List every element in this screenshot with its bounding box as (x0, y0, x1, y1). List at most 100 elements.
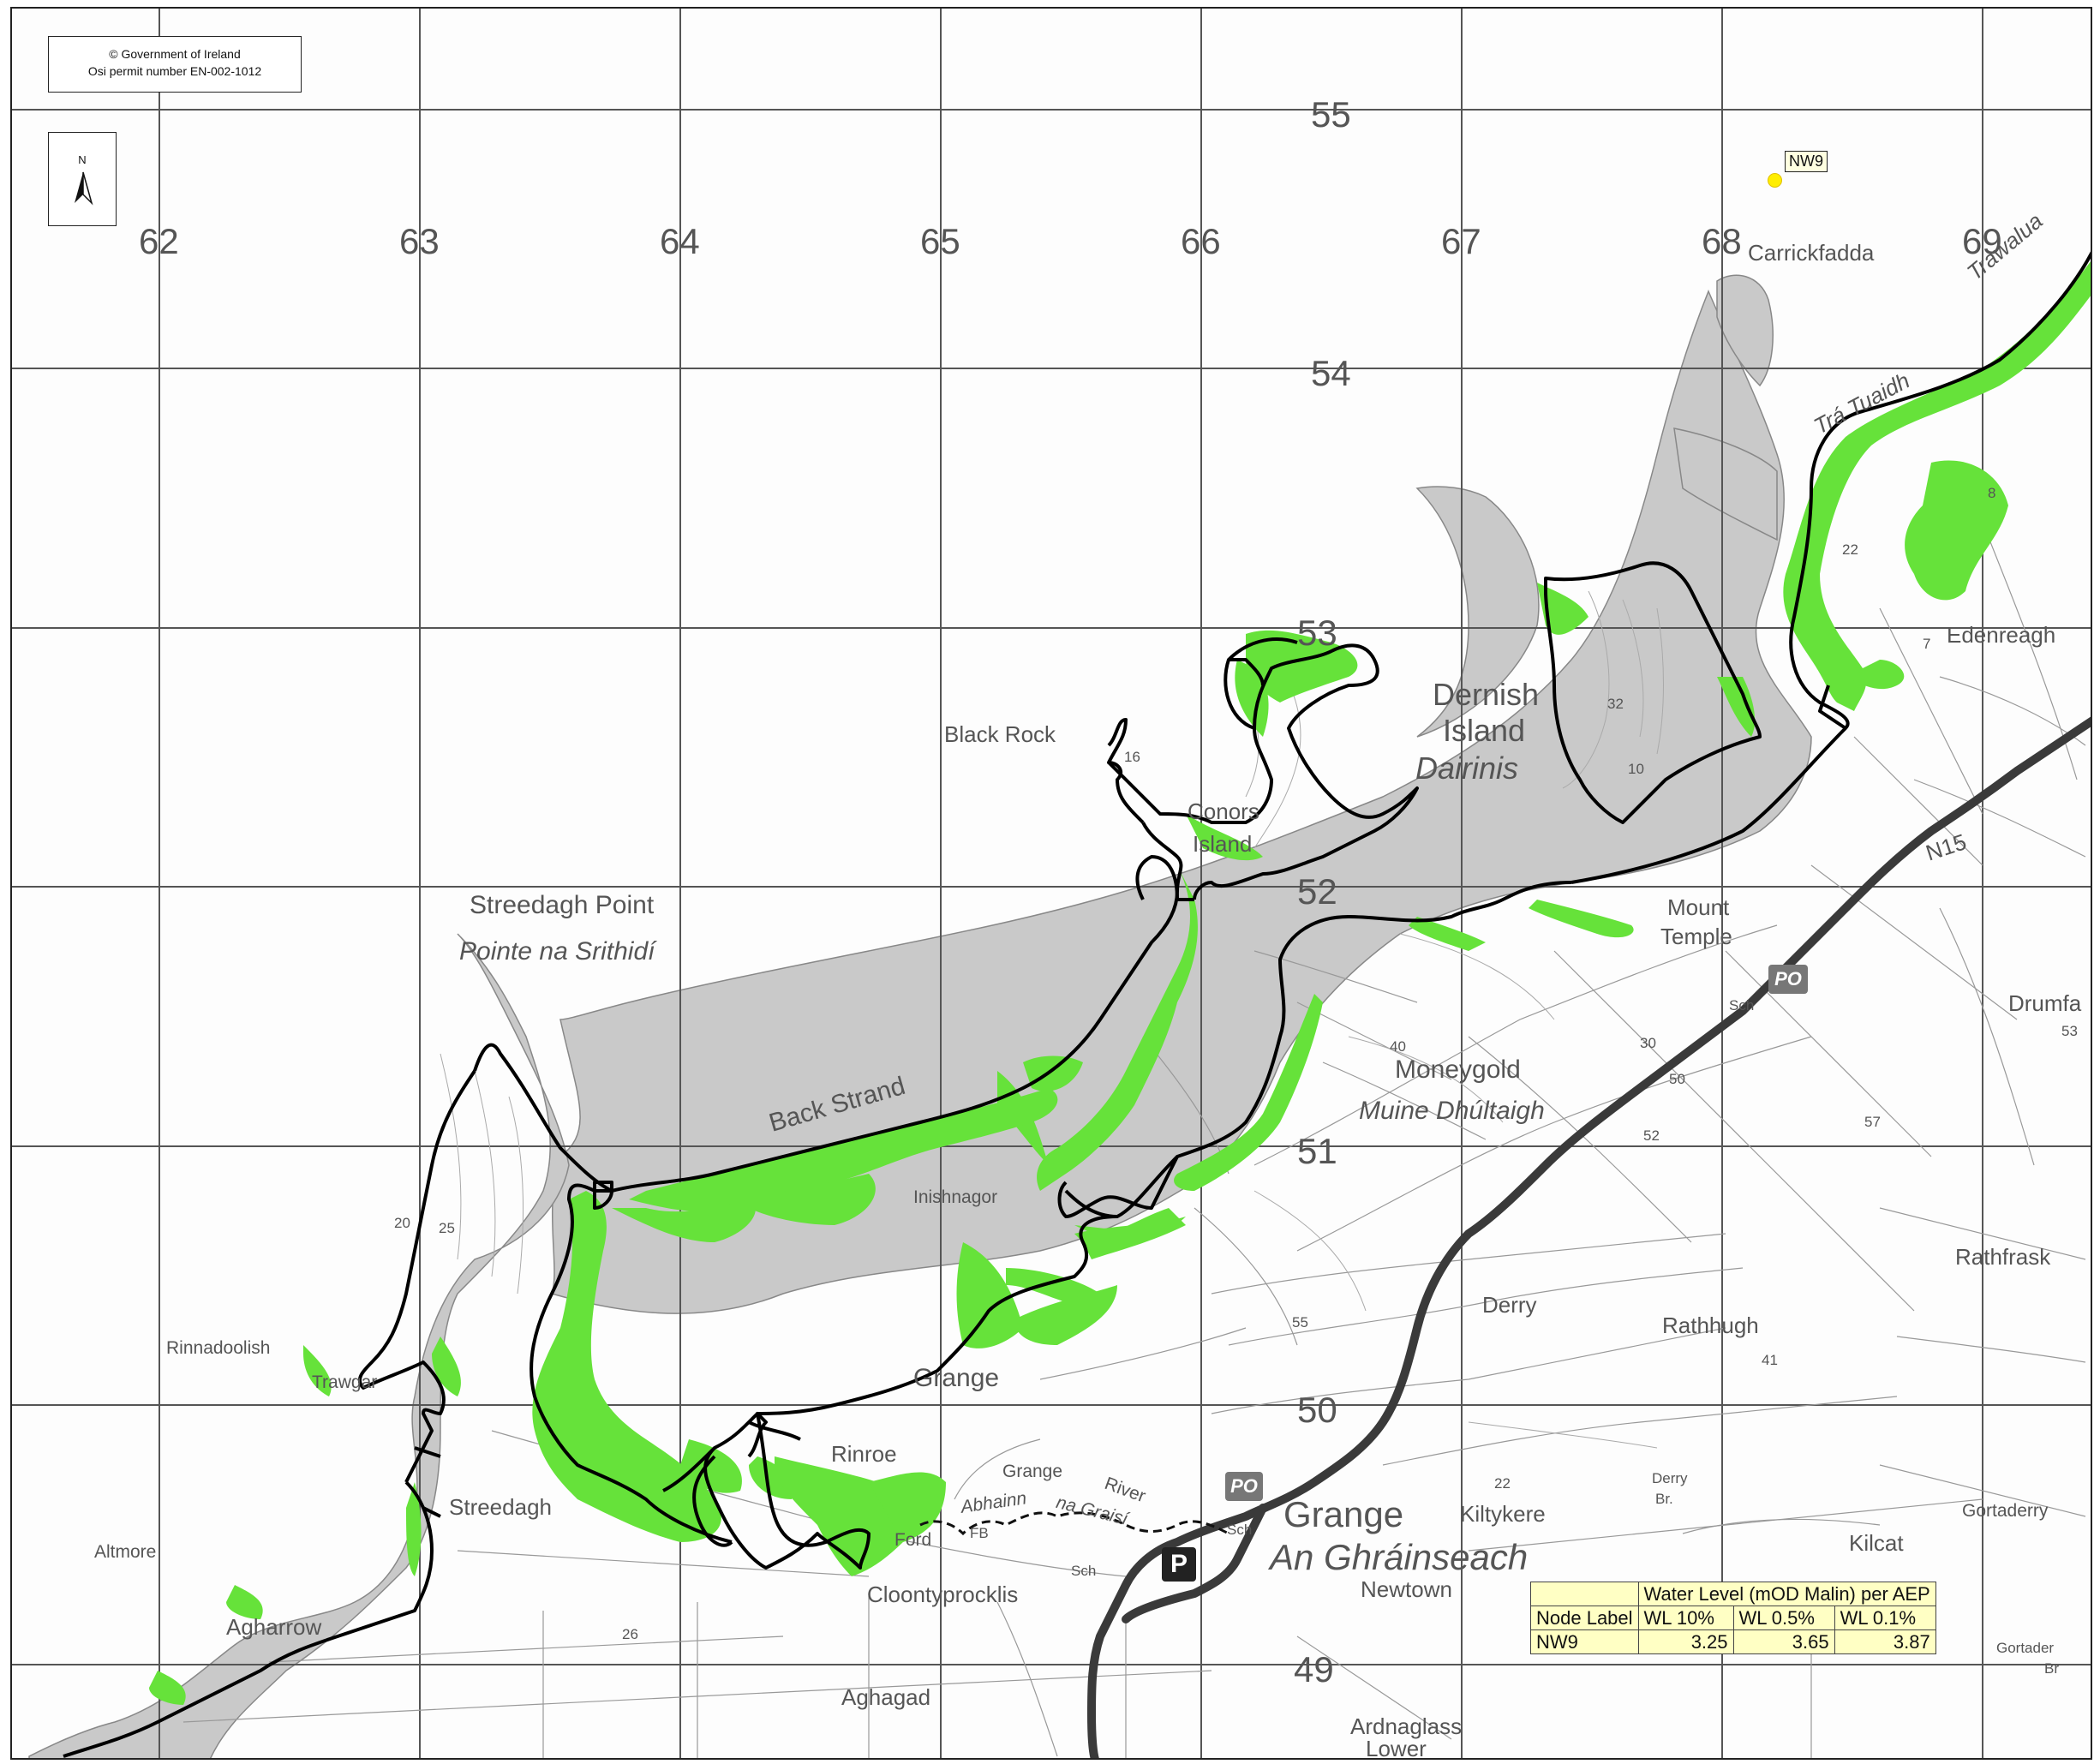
flood-extent (149, 261, 2091, 1705)
northing-label-51: 51 (1297, 1131, 1337, 1171)
easting-label-63: 63 (399, 221, 440, 261)
northing-label-54: 54 (1311, 353, 1351, 393)
label-dairinis: Dairinis (1415, 750, 1519, 786)
north-letter: N (78, 153, 87, 166)
spot-height-26: 26 (622, 1626, 638, 1642)
spot-height-53: 53 (2061, 1023, 2078, 1039)
northing-label-53: 53 (1297, 613, 1337, 653)
copyright-line1: © Government of Ireland (109, 47, 241, 61)
table-header-row: Node Label WL 10% WL 0.5% WL 0.1% (1530, 1606, 1936, 1630)
easting-label-67: 67 (1441, 221, 1481, 261)
boundary-lines (63, 251, 2091, 1758)
spot-height-22a: 22 (1842, 541, 1858, 558)
label-an-ghrainseach: An Ghráinseach (1270, 1537, 1529, 1577)
easting-label-65: 65 (920, 221, 960, 261)
label-lower: Lower (1366, 1736, 1427, 1761)
label-conors-island: Island (1193, 831, 1253, 857)
map-details (182, 522, 2086, 1758)
label-trawgar: Trawgar (312, 1372, 378, 1392)
contour-lines (440, 590, 1664, 1449)
label-ardnaglass: Ardnaglass (1350, 1713, 1463, 1739)
post-office-icon-grange: PO (1225, 1472, 1263, 1501)
cell-wl05: 3.65 (1732, 1629, 1835, 1654)
label-derry-br2: Br. (1655, 1491, 1673, 1507)
header-wl01: WL 0.1% (1834, 1606, 1936, 1630)
spot-height-7: 7 (1923, 636, 1931, 652)
label-kilcat: Kilcat (1849, 1530, 1904, 1556)
label-derry: Derry (1482, 1292, 1537, 1318)
spot-height-50: 50 (1669, 1071, 1685, 1087)
easting-label-66: 66 (1181, 221, 1221, 261)
easting-label-64: 64 (660, 221, 700, 261)
header-node-label: Node Label (1530, 1606, 1639, 1630)
label-streedagh-point: Streedagh Point (470, 891, 655, 919)
label-dernish-island: Island (1443, 713, 1526, 748)
spot-height-40: 40 (1390, 1038, 1406, 1055)
label-sch2: Sch (1227, 1522, 1253, 1538)
northing-label-50: 50 (1297, 1390, 1337, 1430)
copyright-line2: Osi permit number EN-002-1012 (87, 64, 262, 78)
spot-height-32: 32 (1607, 696, 1624, 712)
grange-river (919, 1511, 1229, 1536)
label-gortaderry: Gortaderry (1962, 1501, 2049, 1521)
label-moneygold: Moneygold (1395, 1055, 1521, 1084)
label-fb: FB (970, 1525, 989, 1541)
header-wl05: WL 0.5% (1732, 1606, 1835, 1630)
spot-height-20: 20 (394, 1215, 410, 1231)
label-rathfrask: Rathfrask (1955, 1244, 2051, 1270)
spot-height-22b: 22 (1494, 1475, 1511, 1492)
label-ford: Ford (894, 1530, 932, 1550)
label-derry-br: Derry (1652, 1470, 1688, 1486)
parking-icon: P (1162, 1547, 1196, 1582)
label-inishnagor: Inishnagor (913, 1187, 998, 1207)
label-sch1: Sch (1071, 1563, 1097, 1579)
node-marker-nw9[interactable] (1768, 173, 1782, 188)
spot-height-57: 57 (1864, 1114, 1881, 1130)
easting-label-62: 62 (139, 221, 179, 261)
table-title-row: Water Level (mOD Malin) per AEP (1530, 1582, 1936, 1606)
tidal-area (28, 274, 1812, 1758)
table-title: Water Level (mOD Malin) per AEP (1637, 1582, 1936, 1606)
flood-map-canvas[interactable] (12, 9, 2092, 1760)
label-rathhugh: Rathhugh (1662, 1313, 1759, 1338)
label-agharrow: Agharrow (226, 1614, 322, 1640)
label-cloontyprocklis: Cloontyprocklis (867, 1582, 1019, 1607)
label-temple: Temple (1660, 924, 1732, 949)
label-sch3: Sch (1729, 997, 1755, 1014)
northing-label-55: 55 (1311, 94, 1351, 135)
spot-height-25: 25 (439, 1220, 455, 1236)
label-kiltykere: Kiltykere (1460, 1501, 1546, 1527)
label-br: Br (2044, 1660, 2059, 1677)
label-black-rock: Black Rock (944, 721, 1056, 747)
label-streedagh: Streedagh (449, 1494, 552, 1520)
spot-height-30: 30 (1640, 1035, 1656, 1051)
label-gortader: Gortader (1996, 1640, 2055, 1656)
north-arrow-icon (75, 171, 93, 206)
road-n15 (1086, 716, 2091, 1758)
label-muine-dhultaigh: Muine Dhúltaigh (1359, 1097, 1545, 1125)
label-drumfa: Drumfa (2008, 990, 2082, 1016)
label-carrickfadda: Carrickfadda (1748, 240, 1875, 266)
label-edenreagh: Edenreagh (1947, 622, 2056, 648)
cell-node: NW9 (1530, 1629, 1639, 1654)
spot-height-41: 41 (1762, 1352, 1778, 1368)
label-rinroe: Rinroe (831, 1441, 897, 1467)
copyright-box: © Government of Ireland Osi permit numbe… (48, 36, 302, 93)
label-conors: Conors (1188, 798, 1259, 824)
header-wl10: WL 10% (1637, 1606, 1734, 1630)
spot-height-16: 16 (1124, 749, 1140, 765)
spot-height-10: 10 (1628, 761, 1644, 777)
spot-height-55: 55 (1292, 1314, 1308, 1330)
cell-wl01: 3.87 (1834, 1629, 1936, 1654)
node-label-nw9[interactable]: NW9 (1785, 151, 1828, 172)
northing-label-52: 52 (1297, 871, 1337, 912)
label-grange-river: Grange (1002, 1462, 1063, 1481)
label-newtown: Newtown (1361, 1576, 1452, 1602)
label-grange-small: Grange (913, 1364, 1000, 1392)
spot-height-52: 52 (1643, 1127, 1660, 1144)
northing-label-49: 49 (1294, 1649, 1334, 1689)
water-level-table: Water Level (mOD Malin) per AEP Node Lab… (1530, 1582, 1936, 1654)
spot-height-8: 8 (1988, 485, 1996, 501)
table-row: NW9 3.25 3.65 3.87 (1530, 1629, 1936, 1654)
